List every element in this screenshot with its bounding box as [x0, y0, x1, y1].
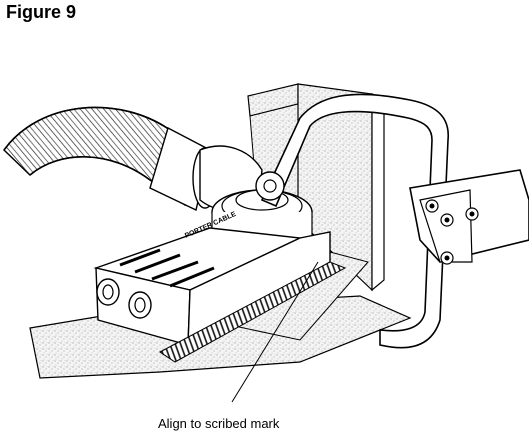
pocket-hole-jig [93, 227, 347, 363]
figure-title: Figure 9 [6, 2, 77, 22]
dust-hose [3, 106, 218, 212]
leader-line [231, 261, 319, 403]
c-clamp [255, 93, 529, 349]
figure-caption: Align to scribed mark [158, 416, 280, 431]
